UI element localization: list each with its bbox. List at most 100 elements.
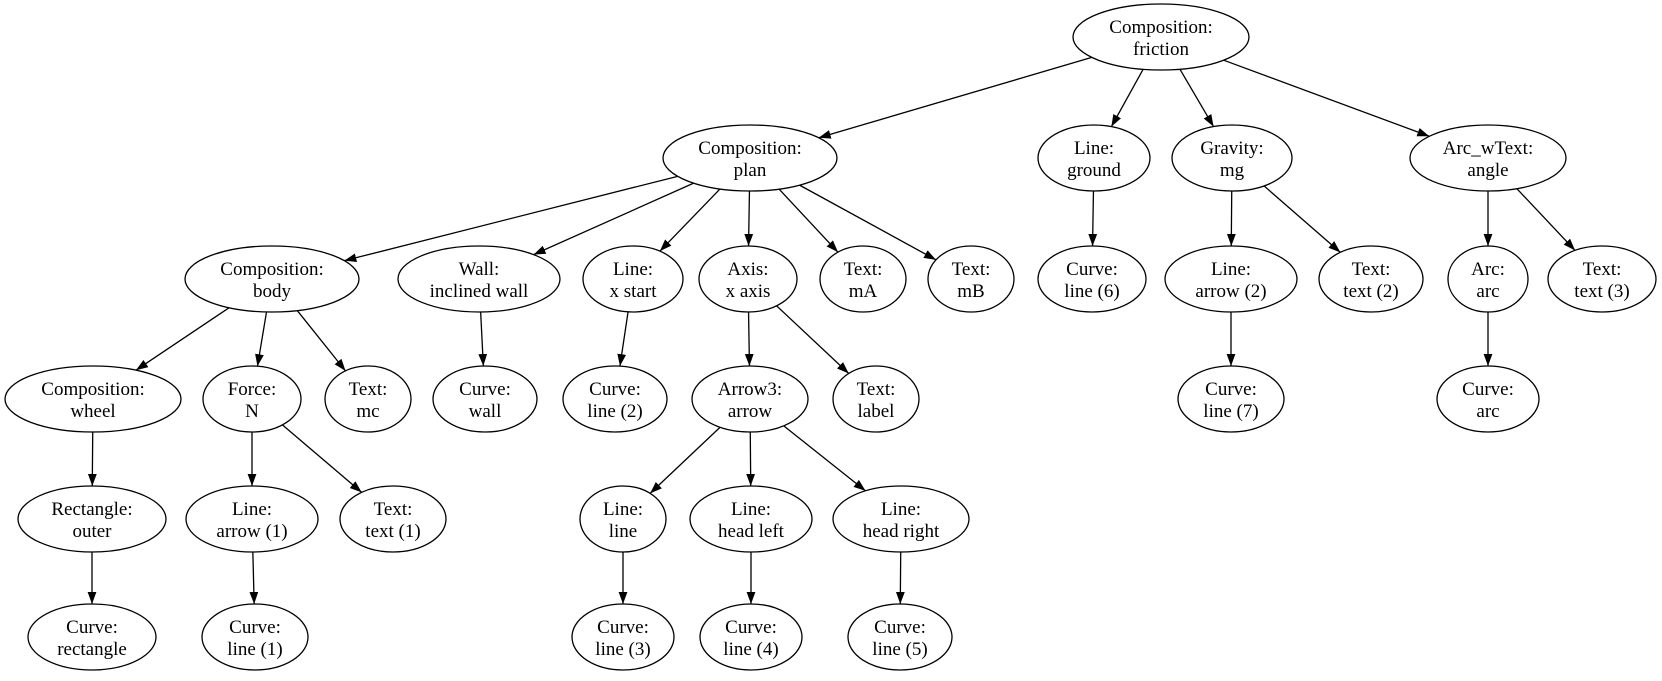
node-ellipse bbox=[571, 603, 675, 671]
node-name-label: label bbox=[858, 401, 895, 422]
node-name-label: friction bbox=[1133, 39, 1189, 60]
node-text2: Text:text (2) bbox=[1318, 245, 1424, 313]
edge-ground-line6 bbox=[1088, 190, 1098, 247]
node-name-label: body bbox=[253, 281, 292, 302]
node-name-label: line (4) bbox=[723, 639, 778, 660]
node-type-label: Line: bbox=[1074, 138, 1114, 159]
node-type-label: Curve: bbox=[589, 379, 641, 400]
node-name-label: mc bbox=[356, 401, 379, 422]
node-name-label: wheel bbox=[70, 401, 115, 422]
edge-force-n-text1 bbox=[281, 424, 363, 493]
edge-plan-x-axis bbox=[744, 190, 754, 247]
edge-friction-ground bbox=[1110, 68, 1144, 127]
node-type-label: Composition: bbox=[698, 138, 801, 159]
node-type-label: Arc: bbox=[1471, 259, 1505, 280]
edge-angle-text3 bbox=[1516, 188, 1576, 251]
node-ellipse bbox=[832, 485, 970, 553]
node-name-label: plan bbox=[734, 160, 767, 181]
node-name-label: arrow (1) bbox=[216, 521, 287, 542]
node-inclined-wall: Wall:inclined wall bbox=[397, 245, 561, 313]
node-ellipse bbox=[689, 485, 813, 553]
node-body: Composition:body bbox=[184, 245, 360, 313]
edge-plan-mB bbox=[799, 184, 937, 261]
node-name-label: outer bbox=[72, 521, 112, 542]
node-ellipse bbox=[699, 603, 803, 671]
node-friction: Composition:friction bbox=[1072, 3, 1250, 71]
node-type-label: Rectangle: bbox=[51, 499, 132, 520]
edge-arrow3-head-right bbox=[783, 425, 866, 492]
node-type-label: Text: bbox=[952, 259, 991, 280]
node-type-label: Force: bbox=[228, 379, 277, 400]
node-ellipse bbox=[1436, 365, 1540, 433]
edge-friction-plan bbox=[818, 56, 1092, 139]
node-ellipse bbox=[1072, 3, 1250, 71]
node-angle: Arc_wText:angle bbox=[1409, 124, 1567, 192]
node-text3: Text:text (3) bbox=[1547, 245, 1657, 313]
node-type-label: Curve: bbox=[66, 617, 118, 638]
edge-inclined-wall-curve-wall bbox=[478, 311, 488, 367]
node-ellipse bbox=[582, 245, 684, 313]
node-label: Text:label bbox=[832, 365, 920, 433]
node-ellipse bbox=[1164, 245, 1298, 313]
node-type-label: Text: bbox=[1352, 259, 1391, 280]
node-type-label: Composition: bbox=[41, 379, 144, 400]
node-line1: Curve:line (1) bbox=[201, 603, 309, 671]
node-name-label: text (1) bbox=[365, 521, 420, 542]
node-type-label: Composition: bbox=[220, 259, 323, 280]
node-ellipse bbox=[1318, 245, 1424, 313]
node-type-label: Curve: bbox=[459, 379, 511, 400]
node-ellipse bbox=[202, 365, 302, 433]
edge-friction-angle bbox=[1223, 59, 1430, 137]
node-name-label: line bbox=[609, 521, 638, 542]
edge-plan-mA bbox=[778, 188, 839, 253]
node-name-label: mA bbox=[849, 281, 878, 302]
node-name-label: x start bbox=[610, 281, 658, 302]
node-line3: Curve:line (3) bbox=[571, 603, 675, 671]
node-curve-arc: Curve:arc bbox=[1436, 365, 1540, 433]
node-line-line: Line:line bbox=[579, 485, 667, 553]
node-ellipse bbox=[579, 485, 667, 553]
node-arrow3: Arrow3:arrow bbox=[691, 365, 809, 433]
node-type-label: Curve: bbox=[1066, 259, 1118, 280]
node-ellipse bbox=[4, 365, 182, 433]
nodes-layer: Composition:frictionComposition:planLine… bbox=[4, 3, 1657, 671]
node-name-label: line (5) bbox=[872, 639, 927, 660]
edge-plan-inclined-wall bbox=[533, 182, 694, 256]
node-name-label: line (3) bbox=[595, 639, 650, 660]
node-arrow1: Line:arrow (1) bbox=[185, 485, 319, 553]
node-type-label: Line: bbox=[603, 499, 643, 520]
node-name-label: x axis bbox=[726, 281, 771, 302]
node-name-label: line (2) bbox=[587, 401, 642, 422]
node-x-axis: Axis:x axis bbox=[698, 245, 798, 313]
node-type-label: Text: bbox=[349, 379, 388, 400]
node-curve-wall: Curve:wall bbox=[432, 365, 538, 433]
node-ellipse bbox=[324, 365, 412, 433]
node-name-label: mg bbox=[1220, 160, 1245, 181]
node-rectangle: Curve:rectangle bbox=[27, 603, 157, 671]
node-type-label: Line: bbox=[731, 499, 771, 520]
node-force-n: Force:N bbox=[202, 365, 302, 433]
node-line5: Curve:line (5) bbox=[847, 603, 953, 671]
node-name-label: text (3) bbox=[1574, 281, 1629, 302]
node-ellipse bbox=[1547, 245, 1657, 313]
node-type-label: Curve: bbox=[229, 617, 281, 638]
node-name-label: line (7) bbox=[1203, 401, 1258, 422]
node-ellipse bbox=[662, 124, 838, 192]
node-x-start: Line:x start bbox=[582, 245, 684, 313]
node-type-label: Text: bbox=[374, 499, 413, 520]
node-ellipse bbox=[1409, 124, 1567, 192]
node-name-label: angle bbox=[1467, 160, 1508, 181]
node-name-label: N bbox=[245, 401, 259, 422]
node-name-label: wall bbox=[469, 401, 502, 422]
edge-mg-text2 bbox=[1263, 185, 1341, 253]
node-line7: Curve:line (7) bbox=[1177, 365, 1285, 433]
node-ellipse bbox=[339, 485, 447, 553]
node-text1: Text:text (1) bbox=[339, 485, 447, 553]
node-type-label: Gravity: bbox=[1200, 138, 1263, 159]
node-name-label: arc bbox=[1476, 281, 1499, 302]
edge-plan-body bbox=[344, 175, 678, 263]
node-type-label: Curve: bbox=[597, 617, 649, 638]
node-outer: Rectangle:outer bbox=[17, 485, 167, 553]
node-type-label: Text: bbox=[844, 259, 883, 280]
